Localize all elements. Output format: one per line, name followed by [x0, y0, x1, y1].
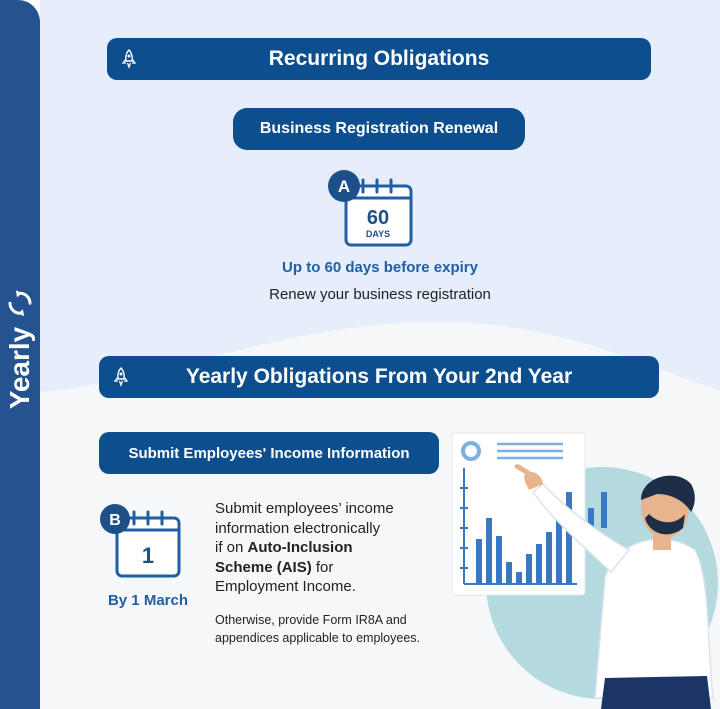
description-line: if on Auto-Inclusion [215, 538, 445, 558]
scheme-ais-bold: Scheme (AIS) [215, 558, 312, 576]
description-line: Employment Income. [215, 578, 356, 595]
yearly-obligations-title: Yearly Obligations From Your 2nd Year [185, 365, 573, 388]
recurring-deadline: Up to 60 days before expiry [282, 259, 478, 276]
yearly-description: Submit employees’ income information ele… [215, 499, 445, 597]
sidebar: Yearly [0, 0, 40, 709]
yearly-obligations-banner: Yearly Obligations From Your 2nd Year [99, 356, 659, 398]
description-line: Submit employees’ income [215, 500, 394, 517]
note-line: appendices applicable to employees. [215, 631, 420, 645]
description-line: Scheme (AIS) for [215, 558, 445, 578]
description-text: if on [215, 539, 248, 556]
calendar-1-march-icon: B 1 [100, 504, 181, 578]
presenter-chart-illustration [451, 432, 718, 709]
main-canvas: Recurring Obligations Business Registrat… [40, 0, 720, 709]
yearly-deadline: By 1 March [107, 592, 189, 609]
rocket-icon [121, 49, 137, 69]
recurring-description: Renew your business registration [269, 286, 491, 303]
auto-inclusion-bold: Auto-Inclusion [247, 539, 353, 556]
business-registration-renewal-pill: Business Registration Renewal [233, 108, 525, 150]
rocket-icon [113, 367, 129, 387]
badge-a-text: A [338, 177, 350, 196]
badge-b-text: B [109, 512, 121, 529]
calendar-a-number: 60 [367, 207, 389, 229]
submit-employees-income-pill: Submit Employees' Income Information [99, 432, 439, 474]
sidebar-label: Yearly [4, 326, 35, 410]
calendar-b-number: 1 [142, 543, 154, 568]
sidebar-label-group: Yearly [4, 290, 36, 410]
note-line: Otherwise, provide Form IR8A and [215, 613, 407, 627]
yearly-note: Otherwise, provide Form IR8A and appendi… [215, 611, 475, 647]
recurring-obligations-title: Recurring Obligations [268, 47, 490, 70]
refresh-cycle-icon [8, 290, 32, 317]
submit-employees-income-label: Submit Employees' Income Information [128, 444, 410, 462]
calendar-a-unit: DAYS [366, 229, 390, 239]
business-registration-renewal-label: Business Registration Renewal [259, 120, 499, 137]
calendar-60-days-icon: A 60 DAYS [328, 170, 413, 247]
description-text: for [311, 558, 334, 576]
description-line: information electronically [215, 519, 381, 537]
recurring-obligations-banner: Recurring Obligations [107, 38, 651, 80]
